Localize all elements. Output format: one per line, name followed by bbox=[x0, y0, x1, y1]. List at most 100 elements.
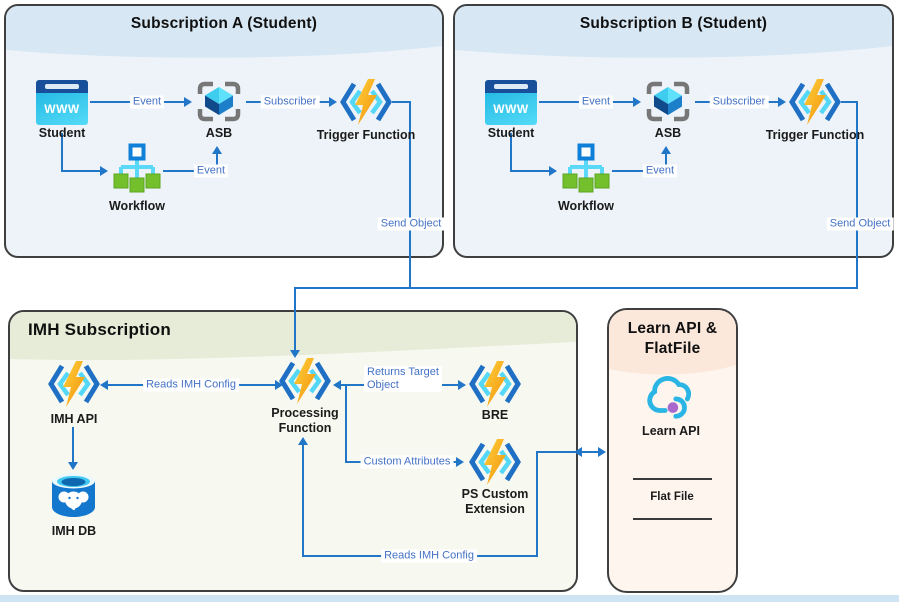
arrowhead bbox=[68, 462, 78, 470]
subscription-a-panel: Subscription A (Student) bbox=[4, 4, 444, 258]
panel-header-wave bbox=[10, 312, 576, 361]
subscription-a-title: Subscription A (Student) bbox=[130, 15, 318, 32]
edge-to-learn-line bbox=[536, 451, 602, 453]
edge-label-event: Event bbox=[129, 95, 165, 109]
arrowhead bbox=[456, 457, 464, 467]
panel-header-wave bbox=[609, 310, 736, 375]
arrowhead bbox=[212, 146, 222, 154]
arrowhead bbox=[661, 146, 671, 154]
browser-titlebar bbox=[485, 80, 537, 93]
edge-sendobject-line bbox=[409, 102, 411, 288]
azure-function-icon bbox=[340, 79, 392, 125]
arrowhead bbox=[778, 97, 786, 107]
azure-function-icon bbox=[789, 79, 841, 125]
imh-subscription-title: IMH Subscription bbox=[28, 320, 171, 339]
node-label-workflow: Workflow bbox=[557, 199, 615, 213]
arrowhead bbox=[598, 447, 606, 457]
node-label-asb: ASB bbox=[205, 126, 233, 140]
learn-title-line2: FlatFile bbox=[644, 340, 701, 357]
node-label-asb: ASB bbox=[654, 126, 682, 140]
edge-student-workflow-line bbox=[510, 170, 551, 172]
edge-sendobject-line bbox=[856, 102, 858, 288]
edge-label-send-object: Send Object bbox=[377, 217, 445, 231]
learn-panel-title: Learn API & FlatFile bbox=[609, 319, 736, 359]
arrowhead bbox=[458, 380, 466, 390]
edge-label-returns-target: Returns Target Object bbox=[364, 366, 442, 392]
browser-www-icon: WWW bbox=[36, 80, 88, 125]
edge-api-to-db-line bbox=[72, 427, 74, 463]
edge-label-send-object: Send Object bbox=[826, 217, 894, 231]
azure-function-icon bbox=[279, 358, 331, 404]
node-label-processing-function: Processing Function bbox=[271, 406, 338, 436]
edge-reads-imh-config-bottom-line bbox=[302, 444, 304, 557]
azure-function-icon bbox=[469, 439, 521, 485]
node-label-imh-api: IMH API bbox=[50, 412, 98, 426]
edge-merge-line bbox=[294, 287, 296, 351]
edge-to-learn-line bbox=[536, 451, 538, 557]
node-label-line: Processing bbox=[271, 406, 339, 420]
arrowhead bbox=[184, 97, 192, 107]
edge-label-reads-imh-config-bottom: Reads IMH Config bbox=[381, 549, 477, 563]
panel-header-wave bbox=[455, 6, 892, 58]
edge-label-subscriber: Subscriber bbox=[260, 95, 320, 109]
browser-address-pill bbox=[494, 84, 528, 89]
learn-api-flatfile-panel: Learn API & FlatFile bbox=[607, 308, 738, 593]
edge-sendobject-line bbox=[392, 101, 411, 103]
node-label-flat-file: Flat File bbox=[650, 491, 694, 503]
edge-merge-line bbox=[294, 287, 858, 289]
node-label-learn-api: Learn API bbox=[642, 424, 700, 438]
arrowhead bbox=[574, 447, 582, 457]
edge-label-custom-attributes: Custom Attributes bbox=[360, 455, 454, 469]
node-label-trigger-function: Trigger Function bbox=[765, 128, 865, 142]
service-bus-icon bbox=[643, 78, 693, 125]
panel-header-wave bbox=[6, 6, 442, 58]
node-label-student: Student bbox=[38, 126, 86, 140]
edge-junction-line bbox=[345, 385, 347, 462]
browser-titlebar bbox=[36, 80, 88, 93]
flat-file-divider-top bbox=[633, 478, 712, 480]
browser-www-icon: WWW bbox=[485, 80, 537, 125]
arrowhead bbox=[633, 97, 641, 107]
edge-workflow-event-line bbox=[612, 170, 667, 172]
arrowhead bbox=[333, 380, 341, 390]
edge-label-event: Event bbox=[193, 164, 229, 178]
node-label-student: Student bbox=[487, 126, 535, 140]
node-label-trigger-function: Trigger Function bbox=[316, 128, 416, 142]
browser-www-text: WWW bbox=[36, 93, 88, 125]
edge-workflow-event-line bbox=[665, 152, 667, 172]
arrowhead bbox=[100, 380, 108, 390]
arrowhead bbox=[298, 437, 308, 445]
arrowhead bbox=[100, 166, 108, 176]
edge-label-event: Event bbox=[578, 95, 614, 109]
workflow-icon bbox=[561, 143, 611, 195]
edge-sendobject-line bbox=[841, 101, 858, 103]
node-label-ps-custom-extension: PS Custom Extension bbox=[462, 487, 529, 517]
arrowhead bbox=[275, 380, 283, 390]
service-bus-icon bbox=[194, 78, 244, 125]
edge-label-line: Returns Target bbox=[367, 366, 439, 378]
edge-student-workflow-line bbox=[61, 170, 102, 172]
edge-label-event: Event bbox=[642, 164, 678, 178]
arrowhead bbox=[290, 350, 300, 358]
node-label-workflow: Workflow bbox=[108, 199, 166, 213]
edge-student-workflow-line bbox=[510, 133, 512, 171]
edge-label-reads-imh-config: Reads IMH Config bbox=[143, 378, 239, 392]
edge-workflow-event-line bbox=[163, 170, 218, 172]
postgresql-database-icon bbox=[47, 470, 100, 518]
subscription-b-panel: Subscription B (Student) bbox=[453, 4, 894, 258]
bottom-strip bbox=[0, 595, 899, 602]
learn-title-line1: Learn API & bbox=[627, 320, 718, 337]
node-label-line: Function bbox=[278, 421, 332, 435]
browser-address-pill bbox=[45, 84, 79, 89]
subscription-b-title: Subscription B (Student) bbox=[579, 15, 768, 32]
browser-www-text: WWW bbox=[485, 93, 537, 125]
edge-label-line: Object bbox=[367, 379, 399, 391]
workflow-icon bbox=[112, 143, 162, 195]
azure-function-icon bbox=[48, 361, 100, 407]
arrowhead bbox=[329, 97, 337, 107]
azure-function-icon bbox=[469, 361, 521, 407]
node-label-bre: BRE bbox=[481, 408, 509, 422]
node-label-imh-db: IMH DB bbox=[51, 524, 97, 538]
flat-file-divider-bottom bbox=[633, 518, 712, 520]
